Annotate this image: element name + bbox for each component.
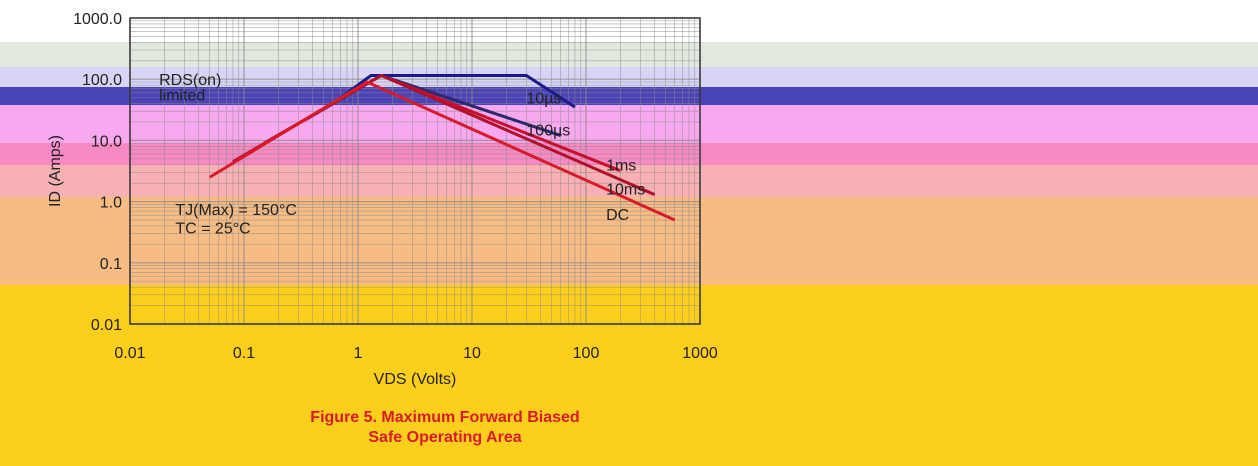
annotation-label: DC bbox=[606, 207, 629, 224]
chart-title: Figure 5. Maximum Forward Biased bbox=[310, 409, 579, 426]
annotation-label: 100µs bbox=[526, 123, 570, 140]
y-tick-label: 0.01 bbox=[91, 317, 122, 334]
y-axis-label: ID (Amps) bbox=[47, 135, 64, 207]
annotation-label: 1ms bbox=[606, 158, 636, 175]
annotation-label: 10ms bbox=[606, 182, 645, 199]
y-tick-label: 1.0 bbox=[100, 195, 122, 212]
x-tick-label: 10 bbox=[463, 345, 481, 362]
y-tick-label: 10.0 bbox=[91, 133, 122, 150]
chart-title-line-2: Safe Operating Area bbox=[368, 429, 521, 446]
y-tick-label: 0.1 bbox=[100, 256, 122, 273]
x-tick-label: 0.1 bbox=[233, 345, 255, 362]
x-tick-label: 0.01 bbox=[114, 345, 145, 362]
y-tick-label: 100.0 bbox=[82, 72, 122, 89]
annotation-label: limited bbox=[159, 87, 205, 104]
plot-labels: 0.01 0.1 1 10 100 1000 0.01 0.1 1.0 10.0 100.0 1000… bbox=[47, 11, 718, 446]
annotation-label: TC = 25°C bbox=[175, 221, 250, 238]
x-tick-label: 100 bbox=[573, 345, 600, 362]
annotation-label: RDS(on) bbox=[159, 72, 221, 89]
series-line-dc bbox=[208, 80, 676, 222]
plot-grid bbox=[129, 17, 701, 325]
x-tick-label: 1000 bbox=[682, 345, 718, 362]
annotation-label: TJ(Max) = 150°C bbox=[175, 202, 297, 219]
y-tick-label: 1000.0 bbox=[73, 11, 122, 28]
x-tick-label: 1 bbox=[354, 345, 363, 362]
annotation-label: 10µs bbox=[526, 91, 561, 108]
plot-frame bbox=[129, 17, 701, 325]
plot-series bbox=[208, 73, 676, 222]
x-axis-label: VDS (Volts) bbox=[374, 371, 457, 388]
